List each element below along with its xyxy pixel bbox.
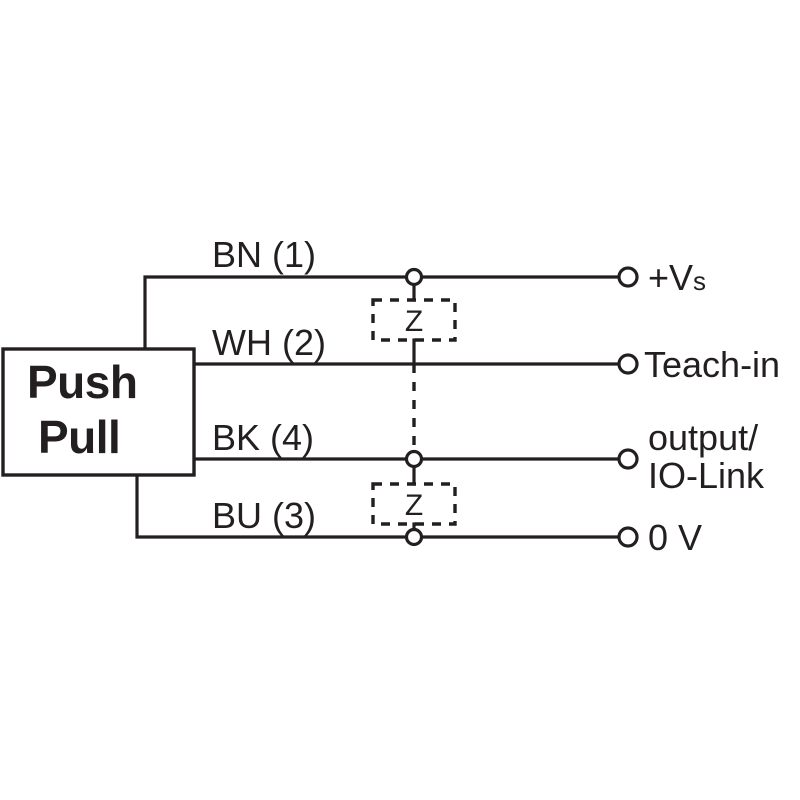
wire-label-bu: BU (3) [212,495,316,536]
terminal-label-vs-main: +V [648,257,693,298]
suppressor-box-lower [371,482,457,526]
wire-path-bu [135,472,622,539]
junction-node-bu [404,527,424,547]
suppressor-label-lower: Z [405,489,423,522]
device-label-line1: Push [27,356,137,408]
junction-node-bn [404,267,424,287]
terminal-label-vs-sub: s [693,266,706,296]
terminal-label-vs: +Vs [648,257,706,298]
wire-label-wh: WH (2) [212,322,326,363]
suppressor-box-upper [371,298,457,342]
terminal-label-0v: 0 V [648,517,702,558]
terminal-label-output-line2: IO-Link [648,455,765,496]
terminal-node-teach-in[interactable] [617,353,639,375]
terminal-node-0v[interactable] [617,526,639,548]
terminal-node-vs[interactable] [617,266,639,288]
wire-label-bk: BK (4) [212,417,314,458]
terminal-label-teach-in: Teach-in [644,344,780,385]
terminal-label-output-line1: output/ [648,417,758,458]
device-label-line2: Pull [38,411,120,463]
suppressor-label-upper: Z [405,305,423,338]
junction-node-bk [404,449,424,469]
wire-path-bn [143,275,622,352]
terminal-node-output-iolink[interactable] [617,448,639,470]
wire-label-bn: BN (1) [212,234,316,275]
device-body-push-pull [1,347,196,477]
